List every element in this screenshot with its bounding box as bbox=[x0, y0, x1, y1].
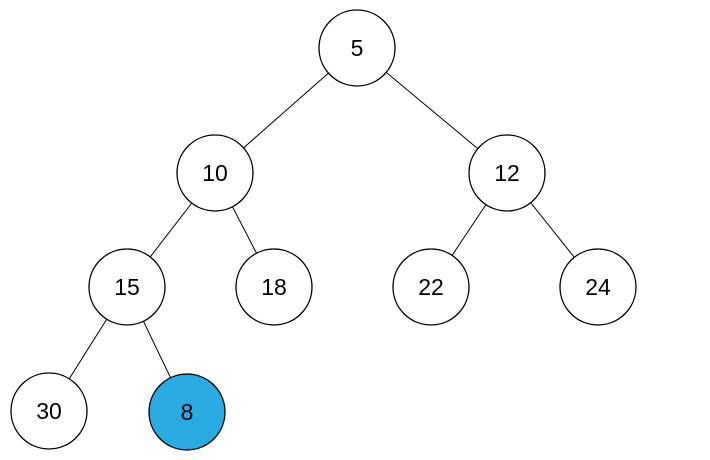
node-circle bbox=[10, 372, 88, 450]
tree-node-30: 30 bbox=[10, 372, 88, 450]
node-circle bbox=[235, 248, 313, 326]
node-label: 18 bbox=[261, 274, 287, 300]
tree-node-5: 5 bbox=[318, 9, 396, 87]
node-label: 12 bbox=[494, 160, 520, 186]
tree-node-22: 22 bbox=[392, 248, 470, 326]
node-label: 5 bbox=[351, 35, 364, 61]
node-label: 30 bbox=[36, 398, 62, 424]
tree-node-12: 12 bbox=[468, 134, 546, 212]
node-circle bbox=[176, 134, 254, 212]
node-label: 8 bbox=[181, 399, 194, 425]
highlighted-node-circle bbox=[148, 373, 226, 451]
node-label: 15 bbox=[114, 274, 140, 300]
node-label: 22 bbox=[418, 274, 444, 300]
node-circle bbox=[88, 248, 166, 326]
node-circle bbox=[468, 134, 546, 212]
tree-node-10: 10 bbox=[176, 134, 254, 212]
tree-node-18: 18 bbox=[235, 248, 313, 326]
node-circle bbox=[318, 9, 396, 87]
tree-node-8: 8 bbox=[148, 373, 226, 451]
tree-node-15: 15 bbox=[88, 248, 166, 326]
node-circle bbox=[559, 248, 637, 326]
node-circle bbox=[392, 248, 470, 326]
node-label: 10 bbox=[202, 160, 228, 186]
tree-node-24: 24 bbox=[559, 248, 637, 326]
node-label: 24 bbox=[585, 274, 611, 300]
